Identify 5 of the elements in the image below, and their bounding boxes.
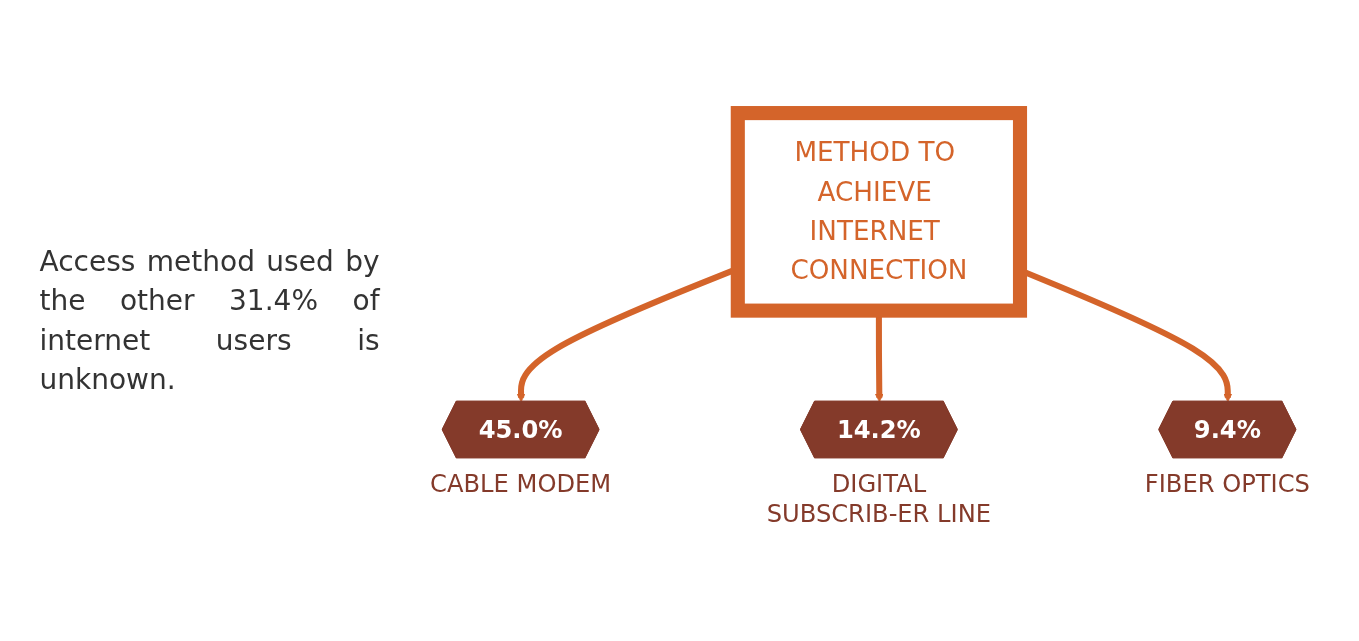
note-text: Access method used by the other 31.4% of internet users is unknown. — [39, 244, 380, 398]
node-caption: DIGITAL SUBSCRIB-ER LINE — [766, 469, 991, 529]
node-caption: FIBER OPTICS — [1144, 469, 1310, 498]
node-caption: CABLE MODEM — [429, 469, 611, 498]
node-box: METHOD TO ACHIEVE INTERNET CONNECTION — [730, 105, 1027, 318]
